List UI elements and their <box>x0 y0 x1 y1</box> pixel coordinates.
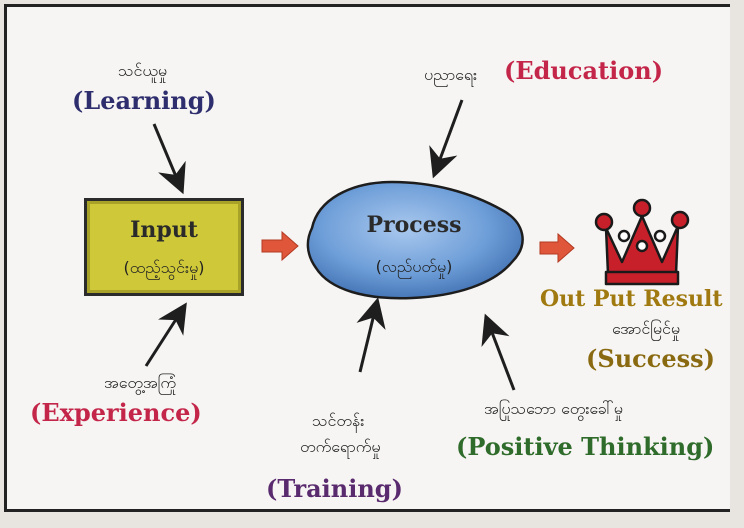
training-label-mm-2: တက်ရောက်မှု <box>300 437 381 456</box>
positive-thinking-label-mm: အပြုသဘော တွေးခေါ်မှု <box>484 399 623 418</box>
training-label-mm-1: သင်တန်း <box>312 411 365 430</box>
output-subtitle-mm: အောင်မြင်မှု <box>612 319 681 338</box>
process-title: Process <box>366 212 462 238</box>
output-title: Out Put Result <box>540 286 723 312</box>
education-arrow <box>429 99 464 179</box>
flow-arrow-process-to-output <box>539 232 575 264</box>
education-label-mm: ပညာရေး <box>424 65 478 84</box>
education-label-en: (Education) <box>504 56 664 85</box>
learning-label-mm: သင်ယူမှု <box>118 61 168 80</box>
positive-thinking-arrow <box>481 313 516 391</box>
learning-arrow <box>152 123 186 195</box>
learning-label-en: (Learning) <box>72 86 216 115</box>
process-subtitle: (လည်ပတ်မှု) <box>375 257 453 276</box>
output-subtitle-en: (Success) <box>586 344 716 373</box>
input-subtitle: (ထည့်သွင်းမှု) <box>123 258 205 277</box>
input-title: Input <box>130 217 198 243</box>
flow-arrow-input-to-process <box>261 230 299 262</box>
crown-icon <box>594 198 690 286</box>
input-box: Input (ထည့်သွင်းမှု) <box>84 198 244 296</box>
experience-label-en: (Experience) <box>30 398 202 427</box>
training-label-en: (Training) <box>266 474 403 503</box>
experience-arrow <box>144 302 187 367</box>
process-shape <box>306 180 524 300</box>
training-arrow <box>356 297 386 373</box>
positive-thinking-label-en: (Positive Thinking) <box>456 432 715 461</box>
experience-label-mm: အတွေ့အကြုံ <box>104 373 176 392</box>
